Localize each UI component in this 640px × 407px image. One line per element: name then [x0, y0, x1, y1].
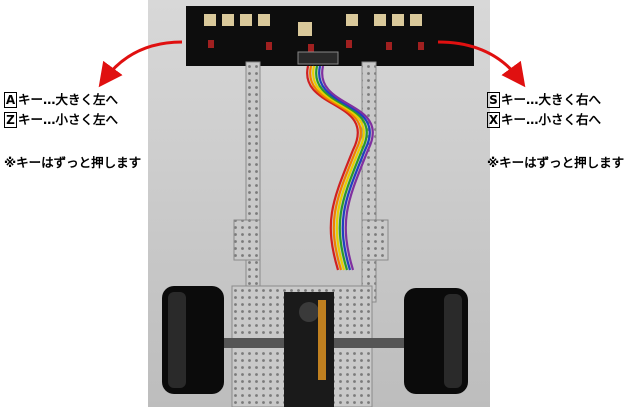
- key-s-badge: S: [487, 92, 500, 108]
- right-item-s-text: キー…大きく右へ: [501, 92, 602, 107]
- sensor-board: [186, 6, 474, 66]
- left-item-z-text: キー…小さく左へ: [18, 112, 119, 127]
- right-item-x: X キー…小さく右へ: [487, 110, 601, 130]
- right-item-x-text: キー…小さく右へ: [501, 112, 602, 127]
- left-wheel: [162, 286, 224, 394]
- right-wheel: [404, 288, 468, 394]
- robot-photo: [148, 0, 490, 407]
- left-instructions: A キー…大きく左へ Z キー…小さく左へ: [4, 90, 118, 130]
- ribbon-cable: [306, 65, 374, 271]
- left-item-a-text: キー…大きく左へ: [18, 92, 119, 107]
- key-x-badge: X: [487, 112, 500, 128]
- left-item-z: Z キー…小さく左へ: [4, 110, 118, 130]
- right-instructions: S キー…大きく右へ X キー…小さく右へ: [487, 90, 601, 130]
- servo-motor: [284, 292, 334, 407]
- left-item-a: A キー…大きく左へ: [4, 90, 118, 110]
- key-a-badge: A: [4, 92, 17, 108]
- right-note: ※キーはずっと押します: [487, 155, 625, 170]
- key-z-badge: Z: [4, 112, 17, 128]
- robot-illustration: [148, 0, 490, 407]
- left-note: ※キーはずっと押します: [4, 155, 142, 170]
- right-item-s: S キー…大きく右へ: [487, 90, 601, 110]
